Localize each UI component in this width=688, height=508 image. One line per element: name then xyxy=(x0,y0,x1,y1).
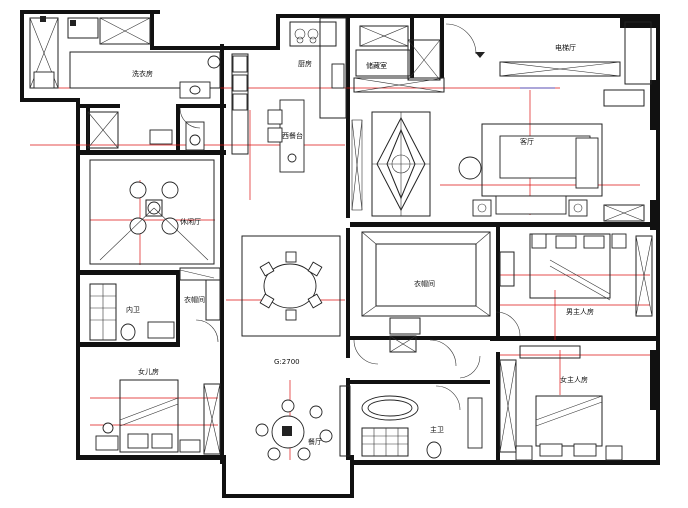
second-master-room: 男主人房 xyxy=(499,233,653,317)
room-label-dining: 餐厅 xyxy=(308,437,322,446)
room-label-inner-bath: 内卫 xyxy=(126,305,140,314)
leisure-room: 休闲厅 xyxy=(87,111,215,265)
room-label-master: 女主人房 xyxy=(560,375,588,384)
main-bath: 主卫 xyxy=(339,385,483,459)
master-room: 女主人房 xyxy=(499,345,623,461)
living-room: 客厅 xyxy=(351,87,645,222)
outer-walls xyxy=(20,10,660,498)
room-label-leisure: 休闲厅 xyxy=(180,217,201,226)
room-label-island: 西餐台 xyxy=(282,131,303,140)
room-label-daughter: 女儿房 xyxy=(138,367,159,376)
room-label-main-bath: 主卫 xyxy=(430,425,444,434)
room-label-living: 客厅 xyxy=(520,137,534,146)
interior-walls xyxy=(80,18,656,464)
ceiling-height-annotation: G:2700 xyxy=(274,358,300,366)
room-label-cloakroom-left: 衣帽间 xyxy=(184,295,205,304)
room-label-storage: 储藏室 xyxy=(366,61,387,70)
room-label-second-master: 男主人房 xyxy=(566,307,594,316)
laundry-room: 洗衣房 xyxy=(29,16,221,99)
room-label-kitchen: 厨房 xyxy=(298,59,312,68)
left-cloak-bath: 衣帽间 内卫 xyxy=(89,267,221,341)
storage-elevator: 储藏室 电梯厅 xyxy=(353,21,652,93)
daughter-room: 女儿房 xyxy=(95,367,221,455)
room-label-laundry: 洗衣房 xyxy=(132,69,153,78)
kitchen: 厨房 西餐台 xyxy=(231,17,347,173)
door-swings xyxy=(179,23,521,411)
center-cloakroom: 衣帽间 xyxy=(361,231,491,353)
room-label-cloakroom-center: 衣帽间 xyxy=(414,279,435,288)
dining-area: G:2700 餐厅 xyxy=(241,235,341,461)
room-label-elevator-lobby: 电梯厅 xyxy=(555,43,576,52)
